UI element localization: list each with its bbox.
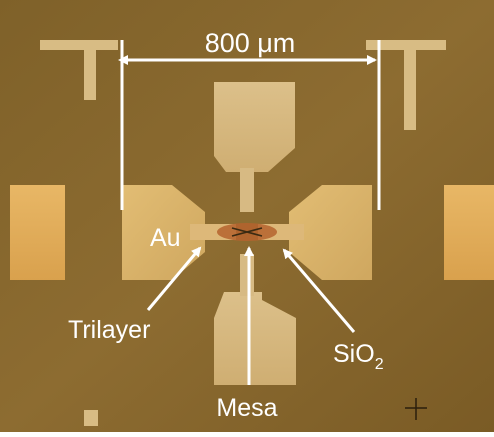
pad-far-right	[444, 185, 494, 280]
sio2-label: SiO2	[333, 340, 384, 373]
lead-bottom	[240, 254, 254, 296]
pad-far-left	[10, 185, 65, 280]
alignment-mark-left	[40, 40, 118, 100]
au-label: Au	[150, 224, 181, 252]
small-square-mark	[84, 410, 98, 426]
sio2-base: SiO	[333, 340, 375, 368]
alignment-mark-right	[366, 40, 446, 130]
trilayer-arrow	[146, 246, 202, 311]
crosshair-mark	[405, 398, 427, 420]
pad-top	[214, 82, 295, 172]
mesa-label: Mesa	[216, 394, 277, 422]
lead-top	[240, 168, 254, 212]
sio2-subscript: 2	[375, 356, 384, 373]
mesa-cross	[231, 227, 263, 237]
pad-bottom	[214, 292, 296, 385]
scale-label: 800 μm	[205, 28, 296, 58]
trilayer-label: Trilayer	[68, 316, 150, 344]
sio2-arrow	[282, 248, 356, 333]
pad-left	[122, 185, 205, 280]
pad-right	[289, 185, 372, 280]
